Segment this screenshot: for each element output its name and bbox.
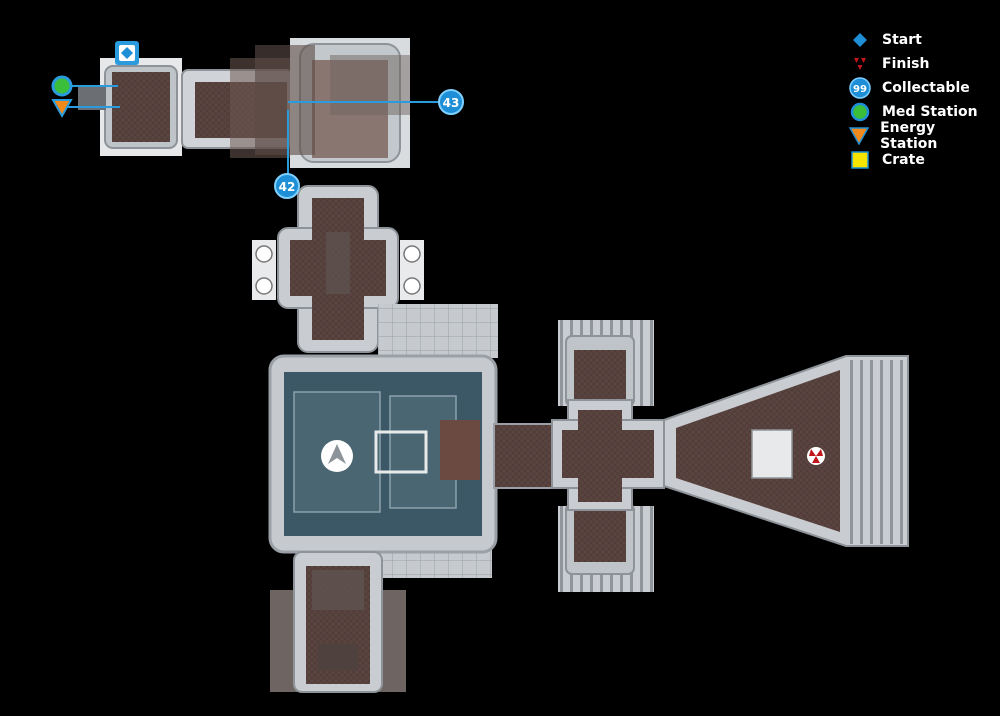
red-triangles-icon [854,58,866,70]
green-circle-icon [850,102,870,122]
start-marker [115,41,139,65]
finish-marker [807,447,825,465]
green-circle-icon [51,75,73,97]
collectable-marker-42: 42 [274,173,300,199]
bridge-room [268,354,498,554]
legend-label: Collectable [882,80,970,96]
legend-item-crate: Crate [848,148,988,172]
badge-text: 99 [853,84,867,95]
map-legend: Start Finish 99 Collectable Med Station … [848,28,988,172]
legend-label: Finish [882,56,930,72]
yellow-square-icon [851,151,869,169]
cross-room [252,185,424,353]
collectable-number: 42 [279,180,296,194]
start-room [78,58,182,156]
blue-number-badge-icon: 99 [849,77,871,99]
legend-label: Crate [882,152,925,168]
legend-item-med-station: Med Station [848,100,988,124]
legend-item-collectable: 99 Collectable [848,76,988,100]
orange-triangle-icon [849,127,870,145]
legend-label: Start [882,32,922,48]
collectable-number: 43 [443,96,460,110]
orange-triangle-icon [51,99,73,119]
legend-item-finish: Finish [848,52,988,76]
med-station-marker [51,75,73,97]
hub-room [551,320,665,592]
energy-station-marker [51,99,73,119]
blue-diamond-icon [121,47,133,59]
legend-label: Energy Station [880,120,938,152]
side-pods [252,240,424,300]
lower-room [270,551,406,693]
connector-corridor [493,423,559,489]
starfleet-insignia-icon [328,444,346,464]
blue-diamond-icon [853,33,867,47]
legend-item-start: Start [848,28,988,52]
finish-room [663,355,909,547]
legend-item-energy-station: Energy Station [848,120,988,152]
collectable-marker-43: 43 [438,89,464,115]
legend-label: Med Station [882,104,978,120]
red-triangles-icon [809,449,823,463]
hull-panels [378,304,498,358]
